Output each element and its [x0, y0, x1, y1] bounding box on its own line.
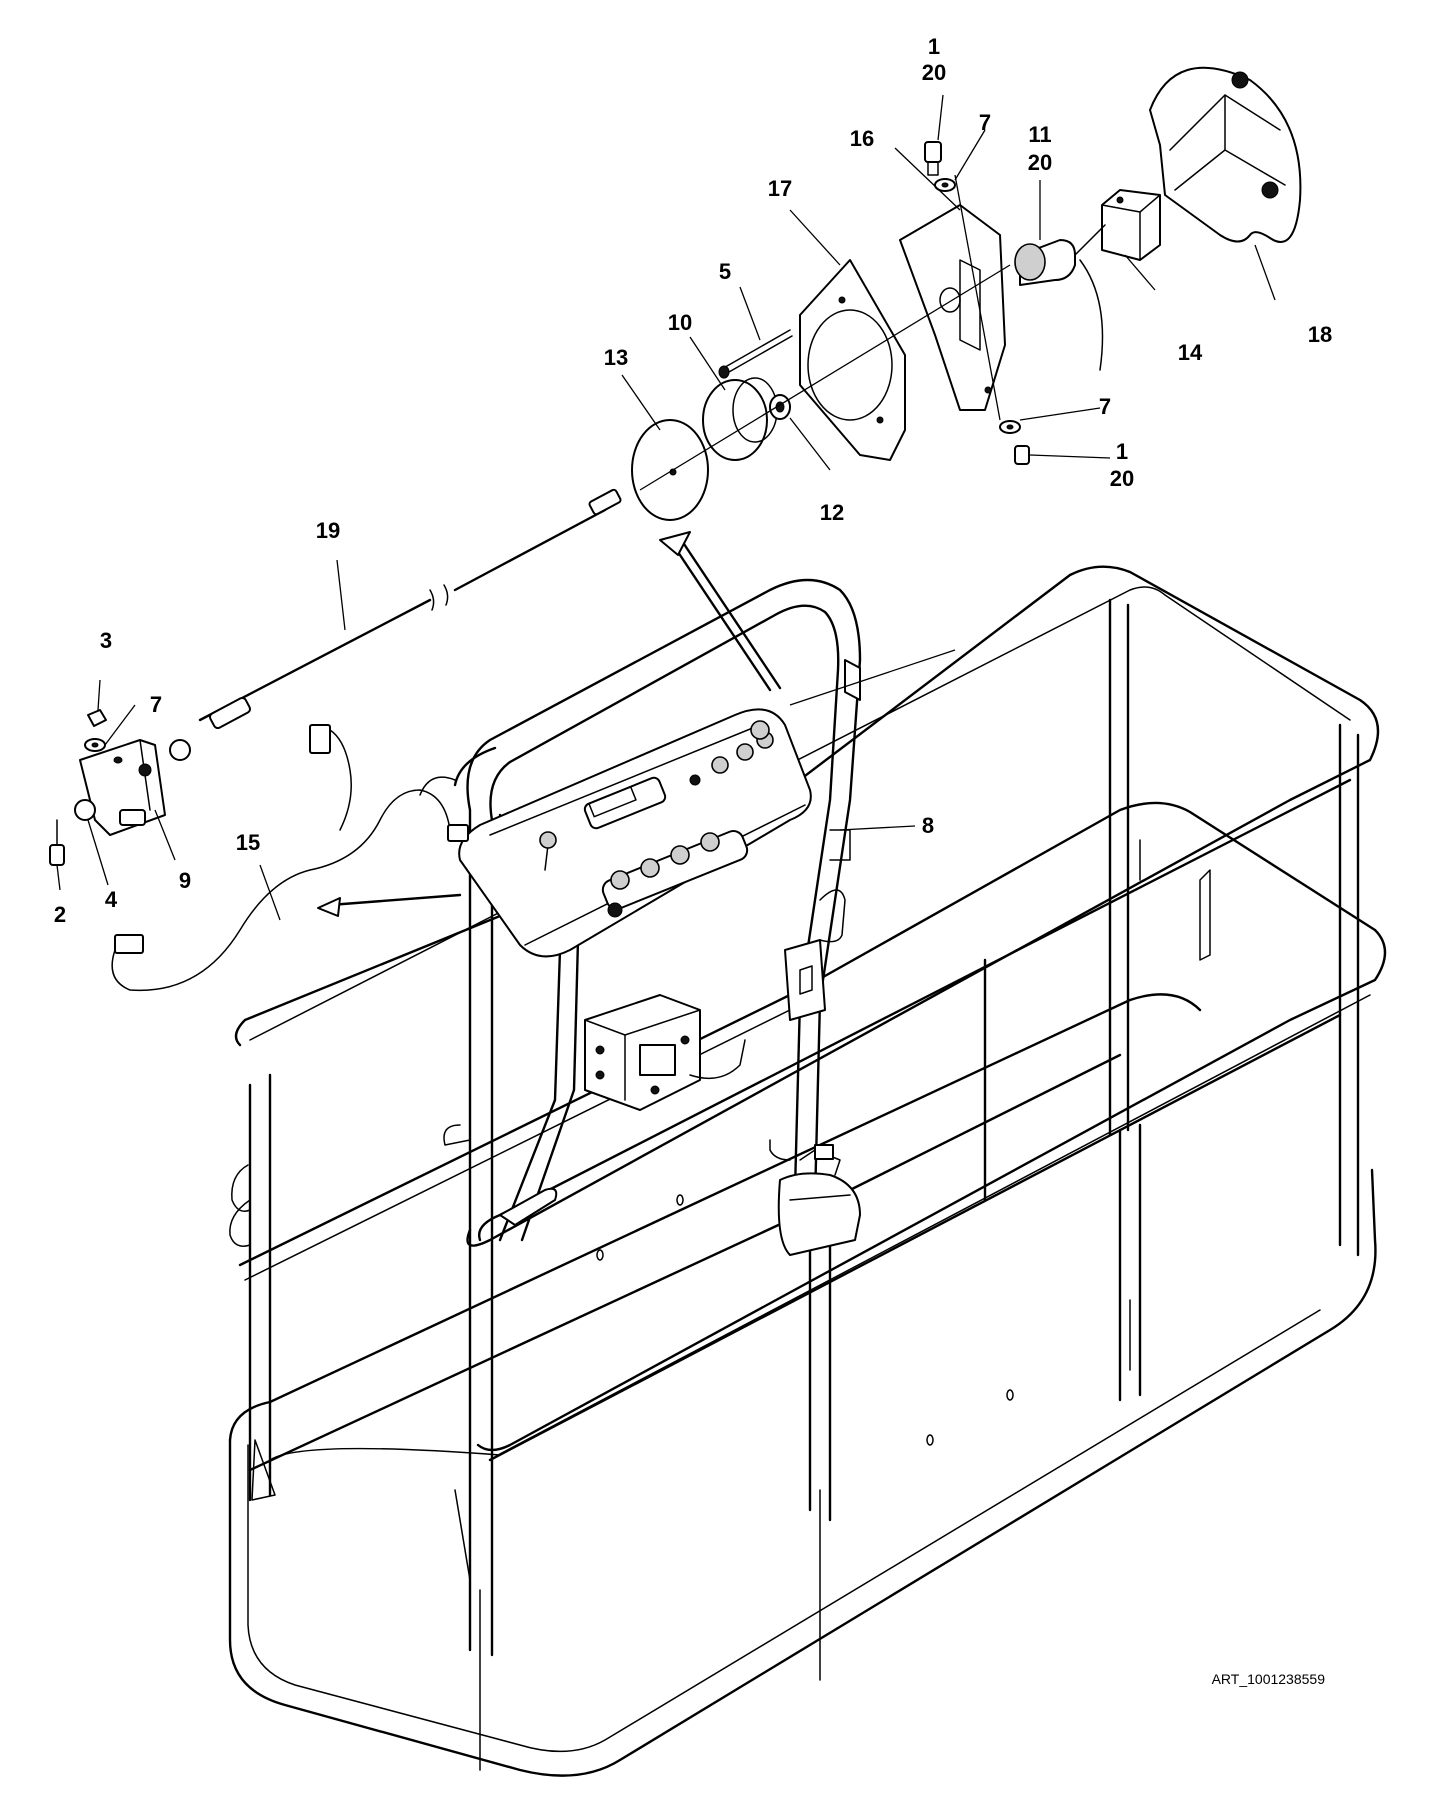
part-17-plate — [799, 259, 906, 461]
toggle-switch-row-top — [583, 731, 774, 830]
part-18-cover — [1149, 66, 1302, 243]
callout-4: 4 — [105, 887, 118, 912]
exploded-light-assembly — [631, 66, 1302, 521]
part-16-plate — [899, 204, 1006, 411]
callout-18: 18 — [1308, 322, 1332, 347]
callout-14: 14 — [1178, 340, 1203, 365]
part-15-harness — [111, 724, 469, 992]
callout-1-right: 1 — [1116, 439, 1128, 464]
callout-10: 10 — [668, 310, 692, 335]
connector-small — [114, 934, 144, 954]
assembly-arrows — [317, 531, 956, 917]
control-console — [458, 708, 812, 958]
callout-12: 12 — [820, 500, 844, 525]
part-9-bracket — [49, 709, 166, 866]
foot-switch — [777, 1144, 861, 1256]
callout-7-left: 7 — [150, 692, 162, 717]
callout-20-mid: 20 — [1028, 150, 1052, 175]
callout-11: 11 — [1028, 122, 1051, 147]
toggle-switch-row-bottom — [601, 830, 749, 918]
callout-labels: 1 20 7 11 20 16 17 5 10 13 12 14 18 7 1 … — [54, 34, 1332, 927]
callout-17: 17 — [768, 176, 792, 201]
connector-right — [447, 824, 469, 842]
callout-19: 19 — [316, 518, 340, 543]
callout-20-right: 20 — [1110, 466, 1134, 491]
valve-block — [584, 994, 746, 1111]
part-4-nut — [74, 799, 96, 821]
callout-16: 16 — [850, 126, 874, 151]
part-1-screw-upper — [924, 141, 942, 163]
callout-8: 8 — [922, 813, 934, 838]
part-10-lens — [702, 379, 768, 461]
callout-7-top: 7 — [979, 110, 991, 135]
callout-2: 2 — [54, 902, 66, 927]
callout-7-right: 7 — [1099, 394, 1111, 419]
callout-15: 15 — [236, 830, 260, 855]
part-14-block — [1101, 189, 1161, 261]
platform-basket — [228, 565, 1387, 1777]
connector-top — [309, 724, 331, 754]
joystick-left — [539, 831, 557, 849]
joystick-right — [750, 720, 770, 740]
part-13-disc — [631, 419, 709, 521]
callout-13: 13 — [604, 345, 628, 370]
part-3-nut — [87, 709, 107, 727]
callout-3: 3 — [100, 628, 112, 653]
part-1-screw-lower — [1014, 445, 1030, 465]
callout-1-top: 1 — [928, 34, 940, 59]
part-19-cable — [169, 488, 622, 761]
leader-lines — [56, 94, 1276, 921]
callout-5: 5 — [719, 259, 731, 284]
callout-9: 9 — [179, 868, 191, 893]
callout-20-top: 20 — [922, 60, 946, 85]
part-2-screw — [49, 844, 65, 866]
part-5-bolt — [719, 329, 791, 371]
art-id-label: ART_1001238559 — [1212, 1671, 1326, 1687]
